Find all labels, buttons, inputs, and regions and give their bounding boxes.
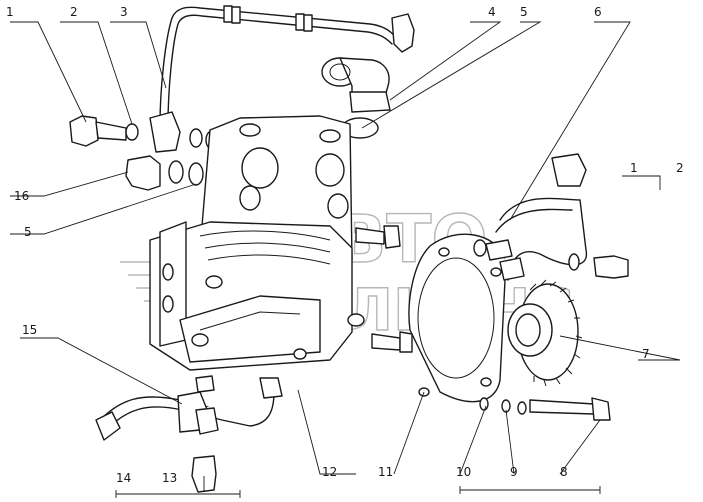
callout-12: 12 [322,465,337,479]
side-bolts [355,225,413,353]
long-bolt-assembly [479,397,611,421]
left-bolt-assembly [69,111,219,191]
callout-8: 8 [560,465,568,479]
left-bolt-head [69,115,99,147]
left-banjo [149,111,181,153]
pipe-sleeve-1 [223,5,233,23]
lower-pipe-assembly [95,375,283,493]
left-washer [125,123,139,141]
callout-13: 13 [162,471,177,485]
nut-16 [125,155,161,191]
left-bolt-shank [95,121,127,141]
pump-body [149,115,365,371]
pipe-sleeve-4 [303,14,313,32]
leader-lines [10,21,681,498]
left-washer-2 [189,128,203,148]
callout-2-top: 2 [70,5,78,19]
callout-7: 7 [642,347,650,361]
callout-4: 4 [488,5,496,19]
pipe-sleeve-2 [231,6,241,24]
callouts: 1 2 3 4 5 6 1 2 16 5 7 15 14 13 12 11 10… [6,5,684,485]
pipe-sleeve-3 [295,13,305,31]
callout-3: 3 [120,5,128,19]
right-pipe-assembly [473,153,629,281]
callout-10: 10 [456,465,471,479]
callout-5-top: 5 [520,5,528,19]
callout-14: 14 [116,471,131,485]
callout-2-right: 2 [676,161,684,175]
callout-9: 9 [510,465,518,479]
banjo-fitting-top [321,57,391,139]
top-fuel-pipe [159,5,415,126]
right-bolt-1 [593,255,629,279]
callout-15: 15 [22,323,37,337]
callout-6: 6 [594,5,602,19]
callout-1-right: 1 [630,161,638,175]
callout-11: 11 [378,465,393,479]
callout-5-left: 5 [24,225,32,239]
callout-16: 16 [14,189,29,203]
drive-gear [507,279,583,387]
callout-1-top: 1 [6,5,14,19]
pipe-nut-top [391,13,415,53]
